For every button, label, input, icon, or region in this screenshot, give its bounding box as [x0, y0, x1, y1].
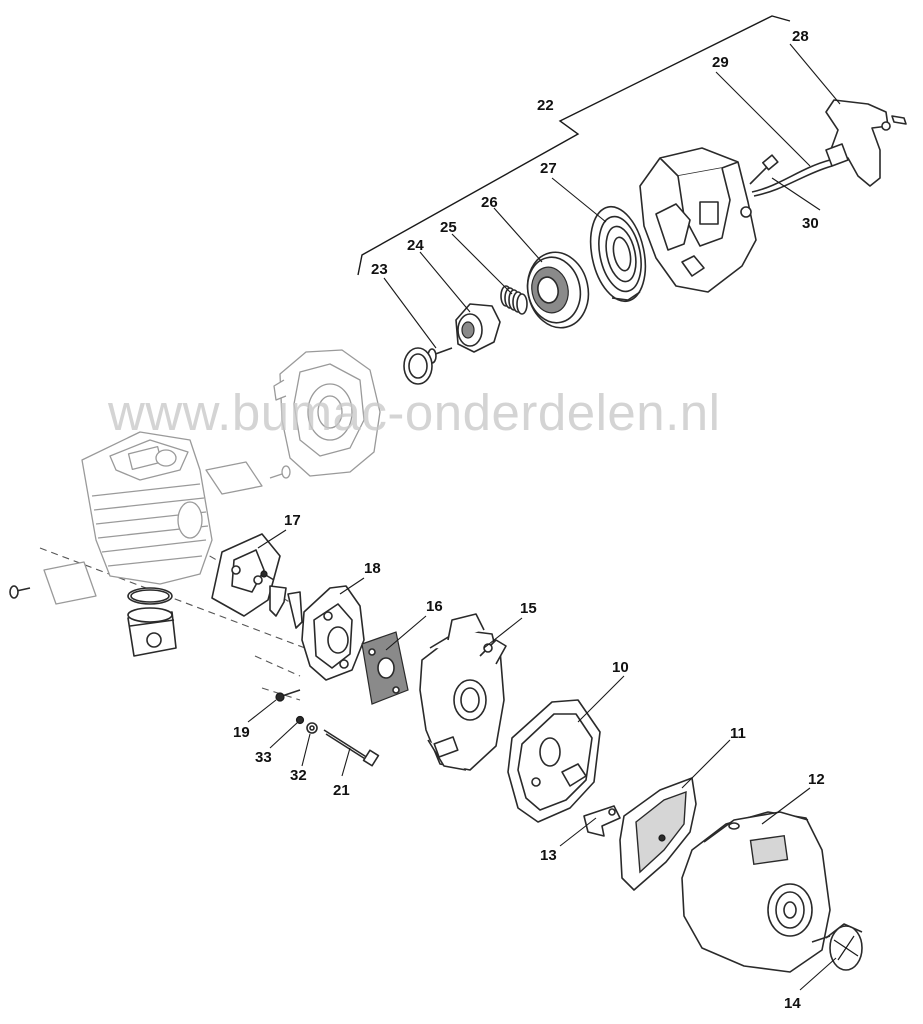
carburetor [419, 613, 507, 771]
carburetor-gasket [361, 631, 409, 705]
washer-33 [295, 715, 305, 725]
label-30: 30 [802, 215, 819, 232]
label-18: 18 [364, 560, 381, 577]
hub-washer [403, 347, 433, 385]
small-screw [260, 570, 275, 581]
intake-gasket [211, 533, 281, 617]
air-filter-cover [681, 811, 831, 973]
intake-plate [43, 561, 97, 605]
label-24: 24 [407, 237, 424, 254]
piston-ring [127, 587, 173, 605]
label-28: 28 [792, 28, 809, 45]
housing-screw-30 [749, 154, 779, 185]
screw-19 [275, 689, 301, 702]
cover-knob [811, 923, 863, 971]
leader-lines [247, 43, 841, 991]
starter-handle-28 [825, 99, 907, 187]
label-19: 19 [233, 724, 250, 741]
exhaust-gasket [205, 461, 263, 495]
bolt-21 [323, 729, 380, 767]
label-25: 25 [440, 219, 457, 236]
label-11: 11 [730, 725, 746, 742]
filter-bracket [583, 805, 621, 837]
label-33: 33 [255, 749, 272, 766]
label-14: 14 [784, 995, 801, 1012]
label-15: 15 [520, 600, 537, 617]
intake-insulator [301, 585, 365, 681]
label-26: 26 [481, 194, 498, 211]
label-27: 27 [540, 160, 557, 177]
plate-screw [9, 585, 31, 599]
label-22: 22 [537, 97, 554, 114]
label-10: 10 [612, 659, 629, 676]
cylinder [81, 431, 213, 585]
label-13: 13 [540, 847, 557, 864]
starter-rope-29 [751, 159, 833, 197]
label-29: 29 [712, 54, 729, 71]
clip-left [269, 585, 287, 617]
pawl-hub [455, 303, 501, 353]
rope-pulley [526, 251, 590, 329]
part-labels: 10 11 12 13 14 15 16 17 18 19 21 22 23 2… [233, 28, 825, 1012]
starter-assembly-bracket [357, 15, 791, 276]
piston [127, 607, 177, 657]
label-21: 21 [333, 782, 350, 799]
washer-32 [306, 722, 318, 734]
gasket-screw [269, 465, 291, 479]
label-12: 12 [808, 771, 825, 788]
air-filter-base [507, 699, 601, 823]
starter-housing [639, 147, 757, 293]
watermark-text: www.bumac-onderdelen.nl [107, 384, 721, 441]
air-filter [619, 777, 697, 891]
label-17: 17 [284, 512, 301, 529]
crankcase [273, 349, 381, 477]
recoil-spring [589, 205, 647, 303]
pawl-spring [500, 285, 528, 315]
label-32: 32 [290, 767, 307, 784]
label-23: 23 [371, 261, 388, 278]
label-16: 16 [426, 598, 443, 615]
clip-right [287, 591, 303, 629]
